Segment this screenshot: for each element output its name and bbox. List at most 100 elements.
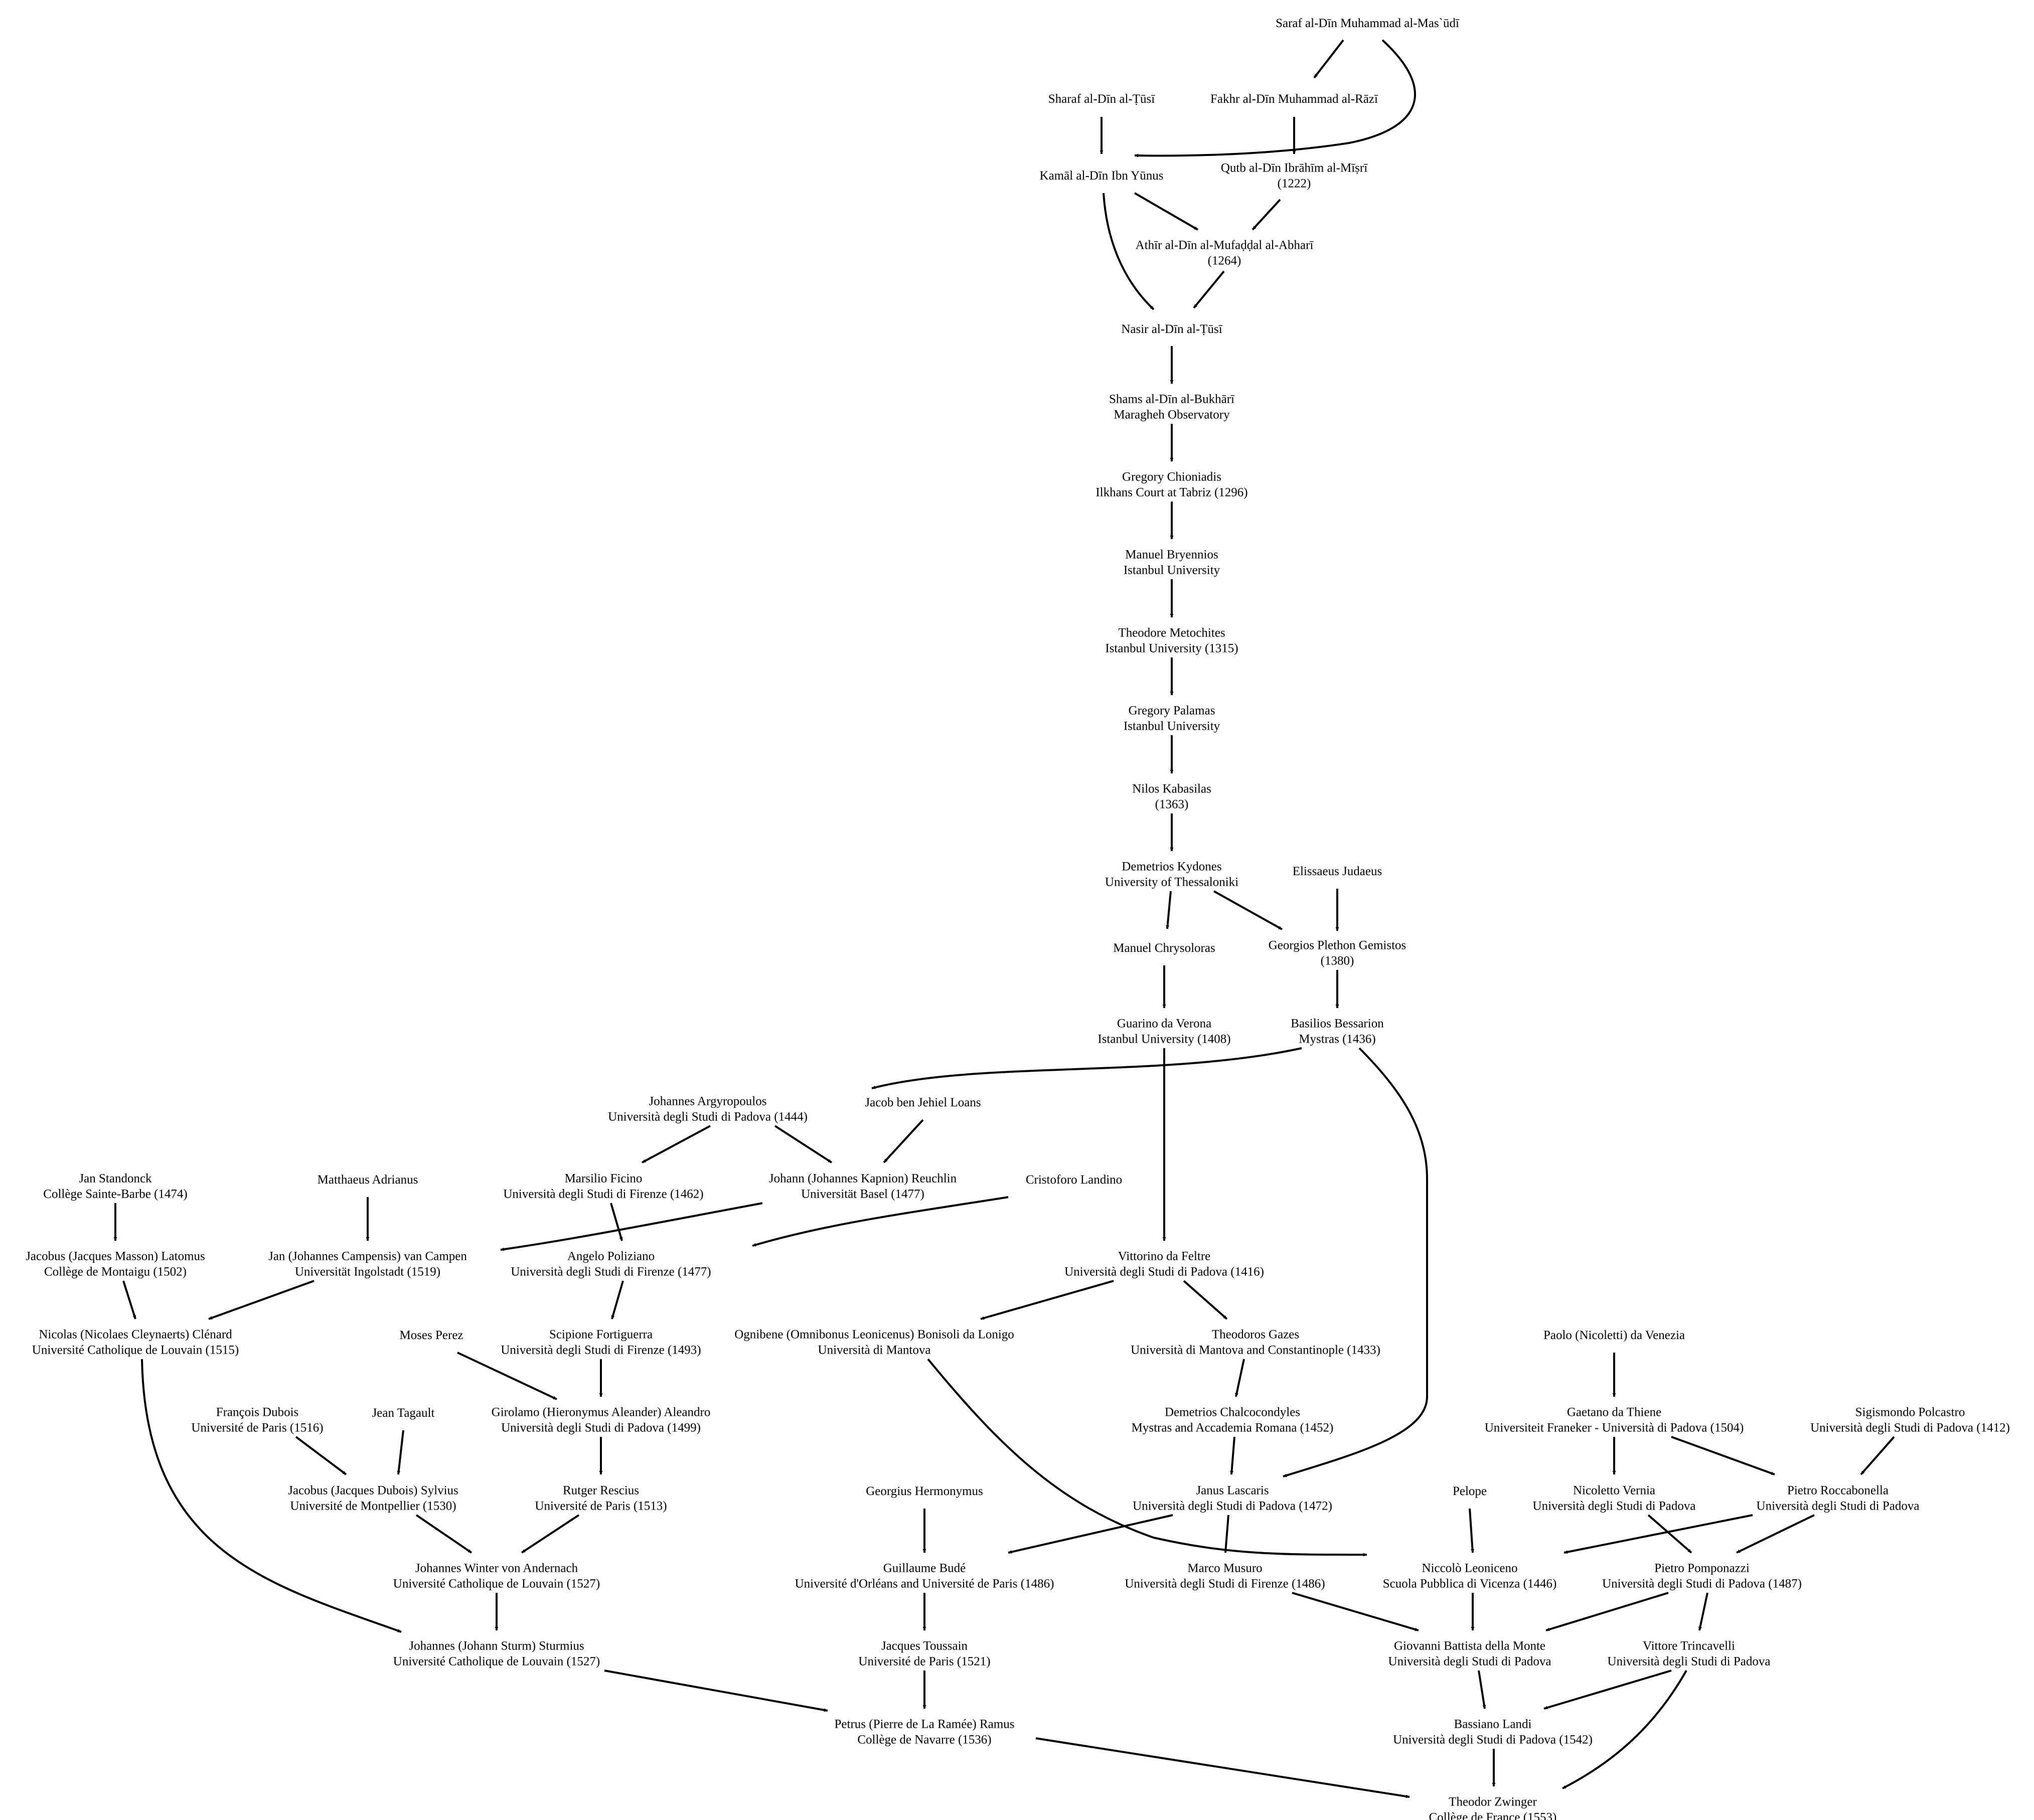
- node-name-label: Nicolas (Nicolaes Cleynaerts) Clénard: [39, 1328, 232, 1342]
- node-clenard: Nicolas (Nicolaes Cleynaerts) ClénardUni…: [32, 1328, 239, 1357]
- edge-bessarion-to-lascaris: [1283, 1047, 1428, 1477]
- edge-reuchlin-to-campen: [500, 1202, 763, 1251]
- edge-pomponazzi-to-monte: [1545, 1592, 1669, 1631]
- node-name-label: Jacobus (Jacques Dubois) Sylvius: [288, 1484, 458, 1498]
- edge-kydones-to-chrysoloras: [1166, 891, 1172, 929]
- edge-abhari-to-nasir: [1193, 270, 1225, 309]
- edge-roccabonella-to-pomponazzi: [1736, 1514, 1815, 1554]
- node-aleandro: Girolamo (Hieronymus Aleander) AleandroU…: [492, 1406, 711, 1435]
- edge-argyropoulos-to-reuchlin: [774, 1125, 833, 1164]
- edge-tagault-to-sylvius: [397, 1430, 404, 1475]
- node-detail-label: Mystras (1436): [1299, 1033, 1375, 1046]
- edge-sturm-to-ramus: [604, 1670, 828, 1712]
- node-name-label: Fakhr al-Dīn Muhammad al-Rāzī: [1210, 92, 1378, 106]
- node-detail-label: (1222): [1278, 177, 1311, 191]
- node-name-label: Nicoletto Vernia: [1573, 1484, 1655, 1498]
- node-name-label: Nasir al-Dīn al-Ṭūsī: [1121, 322, 1222, 336]
- node-detail-label: Università degli Studi di Firenze (1486): [1125, 1577, 1325, 1591]
- node-name-label: Janus Lascaris: [1196, 1484, 1269, 1498]
- node-name-label: Johannes Winter von Andernach: [415, 1562, 578, 1575]
- node-name-label: François Dubois: [216, 1406, 299, 1419]
- node-perez: Moses Perez: [399, 1329, 463, 1342]
- node-name-label: Jean Tagault: [372, 1406, 435, 1420]
- node-name-label: Giovanni Battista della Monte: [1394, 1639, 1545, 1653]
- node-detail-label: Università degli Studi di Padova: [1533, 1500, 1696, 1513]
- edge-ramus-to-zwinger: [1035, 1737, 1410, 1798]
- node-name-label: Pietro Pomponazzi: [1654, 1562, 1750, 1575]
- node-name-label: Pelope: [1453, 1484, 1487, 1498]
- node-masudi: Saraf al-Dīn Muhammad al-Mas`ūdī: [1276, 17, 1460, 30]
- node-name-label: Cristoforo Landino: [1026, 1173, 1122, 1187]
- node-name-label: Jan (Johannes Campensis) van Campen: [268, 1250, 467, 1263]
- node-name-label: Shams al-Dīn al-Bukhārī: [1109, 393, 1235, 406]
- edges-layer: [113, 39, 1895, 1798]
- node-reuchlin: Johann (Johannes Kapnion) ReuchlinUniver…: [769, 1172, 957, 1201]
- node-detail-label: Université de Paris (1521): [858, 1655, 990, 1669]
- node-detail-label: (1264): [1208, 254, 1241, 268]
- node-detail-label: Collège de France (1553): [1429, 1811, 1557, 1820]
- edge-polcastro-to-roccabonella: [1860, 1436, 1895, 1475]
- node-name-label: Girolamo (Hieronymus Aleander) Aleandro: [492, 1406, 711, 1419]
- node-name-label: Paolo (Nicoletti) da Venezia: [1543, 1329, 1685, 1342]
- node-landino: Cristoforo Landino: [1026, 1173, 1122, 1187]
- node-yunus: Kamāl al-Dīn Ibn Yūnus: [1040, 169, 1164, 183]
- edge-monte-to-landi: [1478, 1670, 1486, 1709]
- node-andernach: Johannes Winter von AndernachUniversité …: [393, 1562, 600, 1591]
- node-name-label: Saraf al-Dīn Muhammad al-Mas`ūdī: [1276, 17, 1460, 30]
- edge-landino-to-poliziano: [752, 1196, 1009, 1247]
- node-name-label: Theodor Zwinger: [1449, 1795, 1537, 1809]
- node-detail-label: Université de Paris (1516): [191, 1421, 323, 1435]
- node-detail-label: Università degli Studi di Padova (1416): [1064, 1265, 1264, 1279]
- node-nasir: Nasir al-Dīn al-Ṭūsī: [1121, 322, 1222, 336]
- node-detail-label: Istanbul University: [1124, 720, 1220, 733]
- node-sturm: Johannes (Johann Sturm) SturmiusUniversi…: [393, 1639, 600, 1669]
- node-detail-label: Università degli Studi di Firenze (1477): [511, 1265, 711, 1279]
- edge-feltre-to-leonicenus: [980, 1280, 1114, 1320]
- node-name-label: Scipione Fortiguerra: [549, 1328, 653, 1342]
- node-detail-label: Université d'Orléans and Université de P…: [795, 1577, 1054, 1591]
- edge-loans-to-reuchlin: [883, 1119, 924, 1164]
- edge-chalcocondyles-to-lascaris: [1230, 1436, 1235, 1475]
- node-name-label: Rutger Rescius: [563, 1484, 639, 1498]
- node-name-label: Marsilio Ficino: [565, 1172, 643, 1186]
- edge-rescius-to-andernach: [521, 1514, 580, 1554]
- node-name-label: Vittore Trincavelli: [1643, 1639, 1735, 1653]
- node-detail-label: Université de Paris (1513): [535, 1500, 667, 1513]
- node-detail-label: Università degli Studi di Padova (1472): [1133, 1500, 1332, 1513]
- node-name-label: Jacob ben Jehiel Loans: [865, 1096, 981, 1109]
- node-detail-label: Université de Montpellier (1530): [290, 1500, 456, 1513]
- node-detail-label: Università degli Studi di Padova (1412): [1810, 1421, 2010, 1435]
- node-name-label: Manuel Chrysoloras: [1113, 941, 1215, 955]
- node-name-label: Kamāl al-Dīn Ibn Yūnus: [1040, 169, 1164, 183]
- node-name-label: Georgios Plethon Gemistos: [1269, 939, 1406, 952]
- node-detail-label: Università degli Studi di Padova (1487): [1602, 1577, 1802, 1591]
- node-detail-label: University of Thessaloniki: [1105, 876, 1238, 889]
- node-name-label: Ognibene (Omnibonus Leonicenus) Bonisoli…: [734, 1328, 1014, 1342]
- edge-gazes-to-chalcocondyles: [1235, 1359, 1245, 1397]
- node-detail-label: Università degli Studi di Padova (1542): [1393, 1733, 1593, 1747]
- edge-pelope-to-leoniceno: [1469, 1508, 1475, 1553]
- edge-roccabonella-to-leoniceno: [1563, 1514, 1753, 1554]
- node-detail-label: Scuola Pubblica di Vicenza (1446): [1383, 1577, 1557, 1591]
- node-sylvius: Jacobus (Jacques Dubois) SylviusUniversi…: [288, 1484, 458, 1513]
- node-name-label: Gregory Palamas: [1129, 704, 1215, 718]
- edge-campen-to-clenard: [208, 1280, 315, 1320]
- node-detail-label: Università degli Studi di Firenze (1462): [503, 1188, 703, 1201]
- edge-vernia-to-pomponazzi: [1647, 1514, 1692, 1554]
